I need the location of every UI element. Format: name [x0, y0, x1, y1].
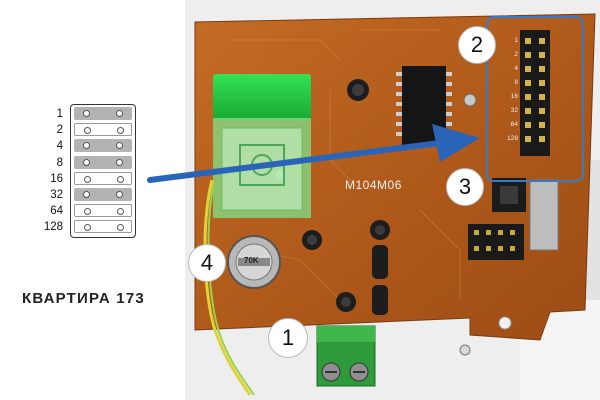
- legend-row: 16: [18, 171, 138, 189]
- pin-icon: [117, 208, 124, 216]
- jumper-highlight-box: [486, 16, 584, 182]
- jumper-off-cell: [74, 220, 132, 234]
- terminal-block: [316, 325, 376, 387]
- resistor-marking: 70K: [244, 256, 259, 265]
- ic-chip: [396, 66, 452, 146]
- jumper-header: [520, 30, 550, 156]
- pin-icon: [84, 175, 91, 183]
- relay: [213, 74, 311, 218]
- jumper-off-cell: [74, 171, 132, 185]
- legend-value: 4: [56, 140, 63, 153]
- pin-icon: [116, 110, 123, 117]
- pin-icon: [84, 208, 91, 216]
- jumper-off-cell: [74, 204, 132, 218]
- callout-4: 4: [188, 244, 226, 282]
- callout-2: 2: [458, 26, 496, 64]
- pin-icon: [116, 191, 123, 198]
- legend-row: 32: [18, 188, 138, 205]
- side-connector: [468, 224, 524, 260]
- pin-icon: [117, 224, 124, 232]
- jumper-on-cell: [74, 107, 132, 120]
- header-label: 64: [510, 121, 518, 128]
- legend-value: 1: [56, 108, 63, 120]
- header-label: 128: [507, 135, 518, 142]
- apartment-label: КВАРТИРА 173: [22, 290, 145, 307]
- header-label: 1: [514, 37, 518, 44]
- legend-row: 128: [18, 220, 138, 237]
- legend-row: 64: [18, 204, 138, 221]
- pin-icon: [83, 191, 90, 198]
- header-label: 8: [514, 79, 518, 86]
- pin-icon: [117, 127, 124, 135]
- pin-icon: [116, 158, 123, 166]
- jumper-on-cell: [74, 139, 132, 153]
- pin-icon: [84, 224, 91, 232]
- legend-row: 1: [18, 107, 138, 124]
- callout-1: 1: [268, 318, 308, 358]
- header-label: 32: [510, 107, 518, 114]
- header-label: 16: [510, 93, 518, 100]
- jumper-off-cell: [74, 123, 132, 137]
- jumper-on-cell: [74, 155, 132, 169]
- legend-value: 32: [50, 189, 63, 201]
- pin-icon: [117, 175, 124, 183]
- legend-value: 16: [50, 172, 63, 185]
- pin-icon: [83, 110, 90, 117]
- jumper-on-cell: [74, 188, 132, 201]
- header-label: 4: [514, 65, 518, 72]
- pin-icon: [84, 127, 91, 135]
- header-numbering: 1 2 4 8 16 32 64 128: [498, 34, 518, 146]
- pin-icon: [116, 142, 123, 150]
- trimmer-resistor: [227, 235, 281, 289]
- legend-value: 128: [43, 221, 63, 234]
- legend-value: 2: [56, 124, 63, 137]
- legend-row: 2: [18, 123, 138, 140]
- chip-marking: M104M06: [345, 178, 402, 192]
- legend-value: 8: [56, 156, 63, 169]
- header-label: 2: [514, 51, 518, 58]
- push-button: [492, 178, 526, 212]
- legend-row: 8: [18, 155, 138, 173]
- legend-row: 4: [18, 139, 138, 156]
- pin-icon: [83, 158, 90, 166]
- pin-icon: [83, 142, 90, 150]
- legend-value: 64: [50, 205, 63, 218]
- callout-3: 3: [446, 168, 484, 206]
- capacitors: [302, 79, 390, 315]
